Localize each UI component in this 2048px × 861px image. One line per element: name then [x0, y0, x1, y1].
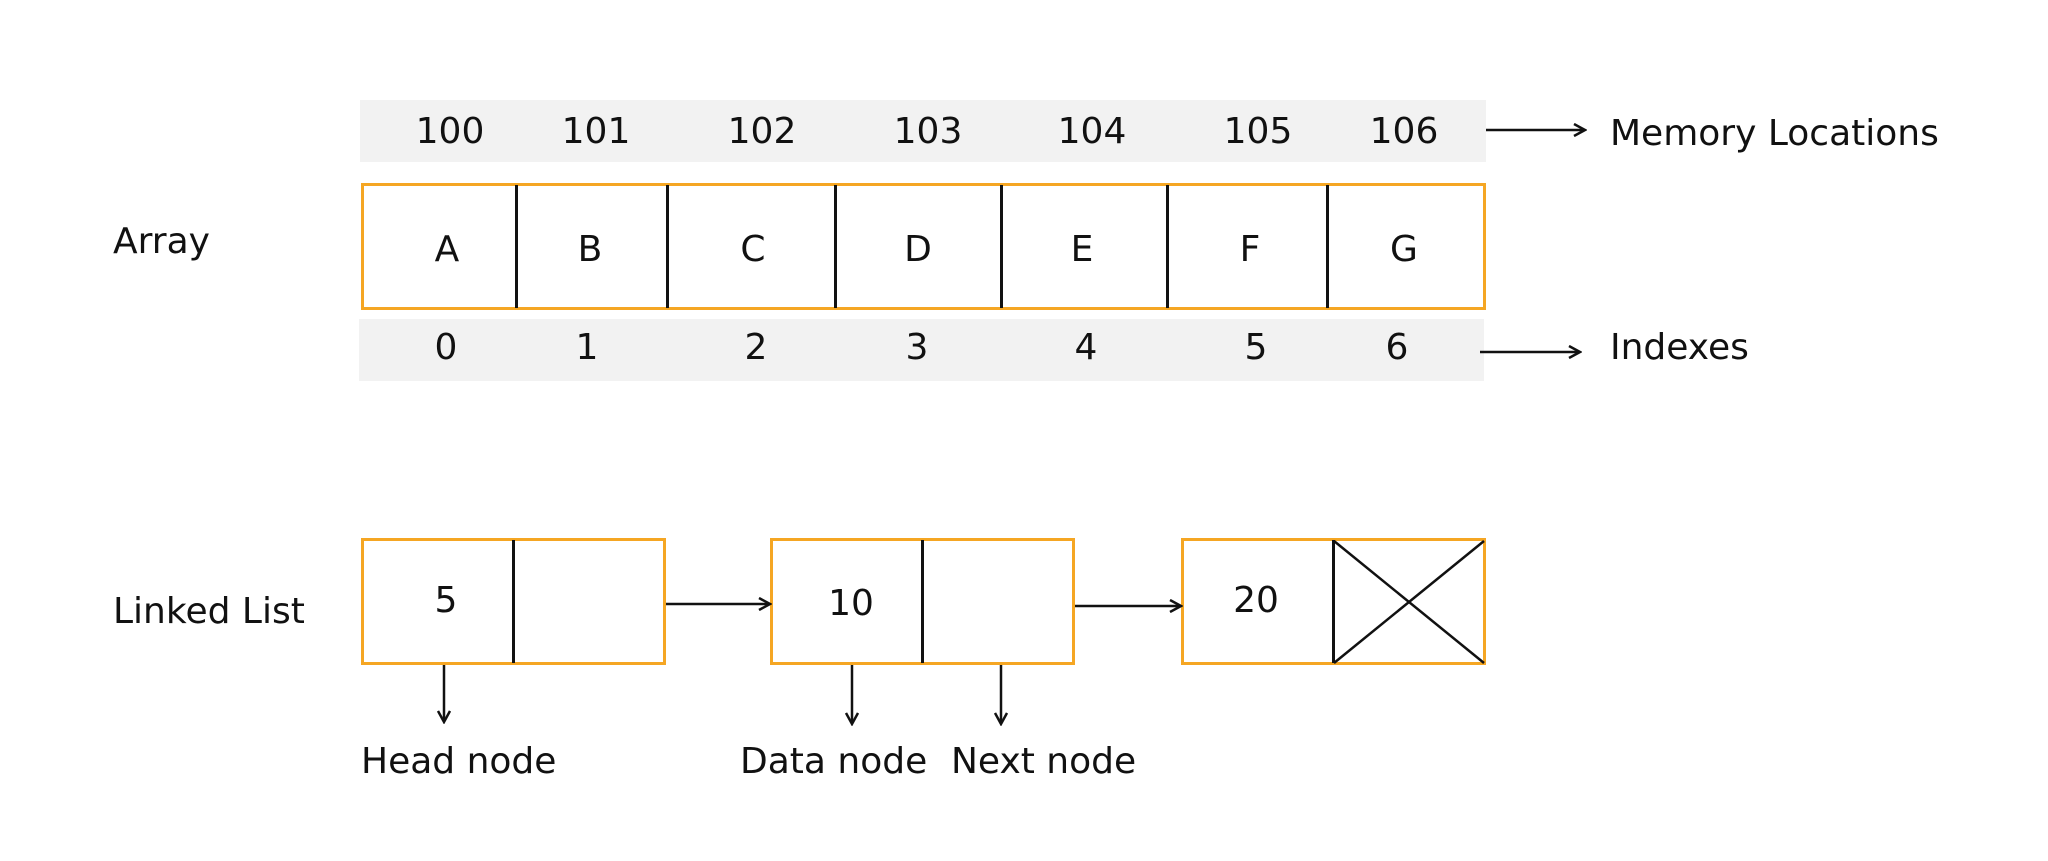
node-divider	[512, 540, 515, 663]
array-element: C	[740, 229, 766, 270]
node-value: 10	[828, 583, 874, 624]
memory-location: 103	[893, 111, 963, 152]
memory-location: 100	[415, 111, 485, 152]
array-cell-divider	[515, 185, 518, 308]
memory-location: 102	[727, 111, 797, 152]
array-cell-divider	[666, 185, 669, 308]
array-element: A	[434, 229, 460, 270]
memory-location: 105	[1223, 111, 1293, 152]
memory-location: 101	[561, 111, 631, 152]
linked-list-title: Linked List	[113, 591, 305, 632]
node-divider	[921, 540, 924, 663]
array-box	[361, 183, 1486, 310]
array-cell-divider	[1000, 185, 1003, 308]
data-node-label: Data node	[740, 741, 928, 782]
array-element: D	[904, 229, 932, 270]
array-element: G	[1390, 229, 1418, 270]
indexes-label: Indexes	[1610, 327, 1749, 368]
node-value: 5	[434, 580, 458, 621]
array-index: 5	[1244, 327, 1268, 368]
array-index: 3	[905, 327, 929, 368]
head-node-label: Head node	[361, 741, 557, 782]
array-element: F	[1239, 229, 1261, 270]
memory-locations-label: Memory Locations	[1610, 113, 1939, 154]
array-index: 4	[1074, 327, 1098, 368]
next-node-label: Next node	[951, 741, 1137, 782]
memory-locations-strip	[360, 100, 1486, 162]
array-index: 2	[744, 327, 768, 368]
array-cell-divider	[1166, 185, 1169, 308]
indexes-strip	[359, 319, 1484, 381]
memory-location: 106	[1369, 111, 1439, 152]
array-title: Array	[113, 221, 210, 262]
array-index: 0	[434, 327, 458, 368]
memory-location: 104	[1057, 111, 1127, 152]
array-index: 1	[575, 327, 599, 368]
array-cell-divider	[1326, 185, 1329, 308]
node-value: 20	[1233, 580, 1279, 621]
array-cell-divider	[834, 185, 837, 308]
array-element: B	[577, 229, 603, 270]
linked-list-node-head	[361, 538, 666, 665]
array-index: 6	[1385, 327, 1409, 368]
node-divider	[1332, 540, 1335, 663]
array-element: E	[1070, 229, 1094, 270]
